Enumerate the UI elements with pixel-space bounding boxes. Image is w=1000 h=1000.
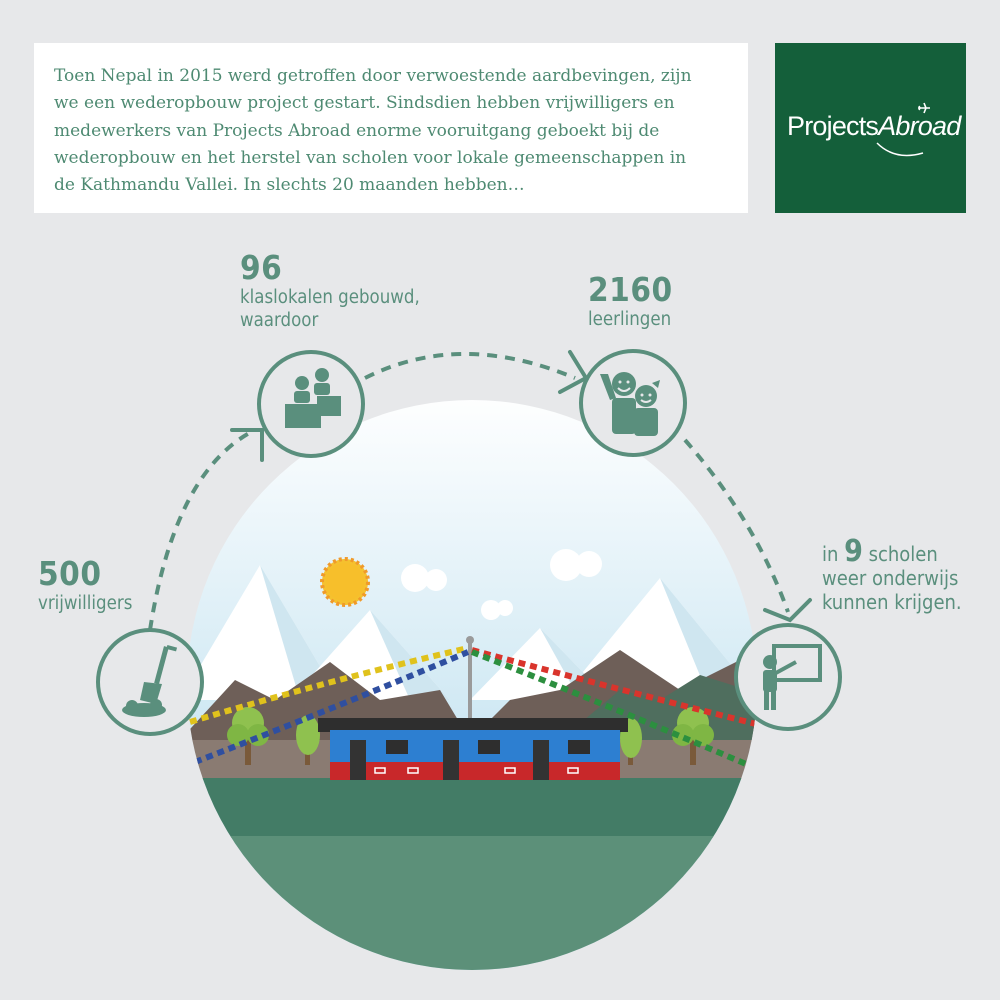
logo-swoosh — [876, 142, 924, 157]
intro-line-1: Toen Nepal in 2015 werd getroffen door v… — [54, 66, 692, 86]
shovel-icon — [122, 644, 178, 717]
stat-schools-label-3: kunnen krijgen. — [822, 590, 962, 614]
stat-classrooms: 96 klaslokalen gebouwd, waardoor — [240, 250, 420, 332]
airplane-icon — [918, 102, 930, 114]
logo-text-abroad: Abroad — [878, 111, 961, 141]
stat-schools-label-2: weer onderwijs — [822, 566, 959, 590]
children-icon — [600, 372, 660, 436]
stat-classrooms-label-1: klaslokalen gebouwd, — [240, 287, 420, 308]
stat-schools-suffix: scholen — [862, 542, 938, 566]
stat-students-label: leerlingen — [588, 309, 672, 330]
stat-schools: in 9 scholen weer onderwijs kunnen krijg… — [822, 537, 962, 615]
stat-schools-prefix: in — [822, 542, 845, 566]
classroom-desk-icon — [285, 368, 341, 428]
stat-students: 2160 leerlingen — [588, 272, 673, 331]
intro-line-5: de Kathmandu Vallei. In slechts 20 maand… — [54, 175, 525, 196]
intro-text-box: Toen Nepal in 2015 werd getroffen door v… — [34, 43, 748, 213]
stat-students-number: 2160 — [588, 270, 673, 309]
stat-volunteers-label: vrijwilligers — [38, 593, 133, 614]
stat-volunteers-number: 500 — [38, 554, 102, 593]
intro-line-3: medewerkers van Projects Abroad enorme v… — [54, 120, 660, 141]
teacher-board-icon — [763, 644, 822, 710]
stat-classrooms-number: 96 — [240, 248, 283, 287]
intro-line-4: wederopbouw en het herstel van scholen v… — [54, 147, 687, 168]
projects-abroad-logo: ProjectsAbroad — [775, 43, 966, 213]
logo-text-projects: Projects — [787, 111, 879, 141]
stat-schools-number: 9 — [844, 534, 863, 569]
intro-line-2: we een wederopbouw project gestart. Sind… — [54, 93, 675, 114]
stat-classrooms-label-2: waardoor — [240, 310, 319, 331]
stat-volunteers: 500 vrijwilligers — [38, 556, 132, 615]
